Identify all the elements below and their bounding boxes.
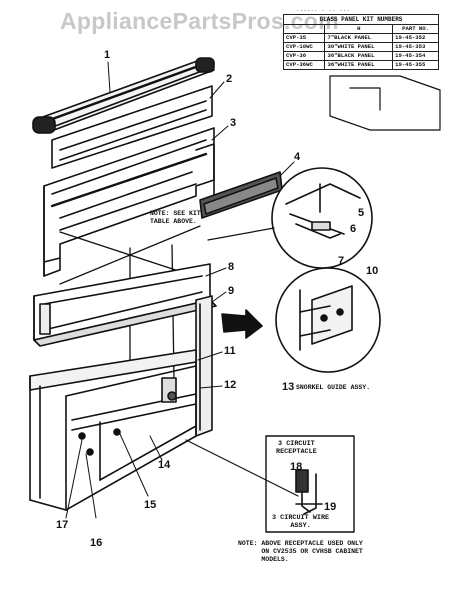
callout-18: 18	[290, 461, 303, 473]
callout-6: 6	[350, 223, 357, 235]
glass-panel-kit-table: GLASS PANEL KIT NUMBERS H PART NO. CVP-3…	[282, 14, 439, 70]
lower-rail-part	[33, 263, 217, 347]
callout-1: 1	[104, 49, 111, 61]
detail-circle-lower	[275, 267, 381, 373]
kit-model-cell: CVP-10WC	[282, 42, 326, 52]
direction-arrow	[221, 309, 263, 339]
callout-13: 13	[282, 381, 295, 393]
detail-leader-upper	[207, 227, 275, 241]
receptacle-box	[265, 435, 355, 533]
kit-table-row: CVP-36WC 36"WHITE PANEL 19-45-355	[282, 60, 439, 70]
side-frame-part	[195, 295, 213, 437]
callout-17: 17	[56, 519, 69, 531]
filter-grille-part	[199, 171, 283, 219]
kit-table-header-cell: H	[324, 24, 394, 34]
callout-3: 3	[230, 117, 237, 129]
kit-part-cell: 19-45-353	[392, 42, 439, 52]
kit-table-header-cell	[282, 24, 326, 34]
receptacle-title-text: 3 CIRCUIT RECEPTACLE	[276, 440, 317, 456]
kit-table-header-cell: PART NO.	[392, 24, 439, 34]
kit-note-text: NOTE: SEE KIT TABLE ABOVE.	[150, 210, 201, 225]
wire-assy-text: 3 CIRCUIT WIRE ASSY.	[272, 514, 330, 530]
kit-model-cell: CVP-36	[282, 51, 326, 61]
callout-9: 9	[228, 285, 235, 297]
roller-rail-part	[32, 57, 215, 134]
cabinet-box-part	[29, 349, 197, 511]
kit-model-cell: CVP-35	[282, 33, 326, 43]
scan-header-text: ...... . .. ...	[296, 6, 351, 13]
callout-14: 14	[158, 459, 171, 471]
callout-5: 5	[358, 207, 365, 219]
screw-fasteners	[78, 428, 121, 456]
kit-table-row: CVP-10WC 30"WHITE PANEL 19-45-353	[282, 42, 439, 52]
kit-table-row: CVP-36 36"BLACK PANEL 19-45-354	[282, 51, 439, 61]
detail-circle-upper	[271, 167, 373, 269]
kit-panel-cell: 36"BLACK PANEL	[324, 51, 394, 61]
kit-part-cell: 19-45-354	[392, 51, 439, 61]
kit-table-row: CVP-35 7"BLACK PANEL 19-45-352	[282, 33, 439, 43]
kit-part-cell: 19-45-352	[392, 33, 439, 43]
receptacle-leader	[185, 439, 299, 497]
callout-8: 8	[228, 261, 235, 273]
corner-detail-sketch	[329, 75, 441, 131]
callout-7: 7	[338, 255, 345, 267]
kit-model-cell: CVP-36WC	[282, 60, 326, 70]
callout-12: 12	[224, 379, 237, 391]
callout-11: 11	[224, 345, 236, 357]
callout-2: 2	[226, 73, 233, 85]
callout-4: 4	[294, 151, 301, 163]
kit-table-title: GLASS PANEL KIT NUMBERS	[283, 14, 439, 24]
kit-panel-cell: 7"BLACK PANEL	[324, 33, 394, 43]
glass-panel-part	[43, 127, 215, 277]
callout-15: 15	[144, 499, 157, 511]
kit-panel-cell: 30"WHITE PANEL	[324, 42, 394, 52]
callout-19: 19	[324, 501, 337, 513]
bottom-note-text: NOTE: ABOVE RECEPTACLE USED ONLY ON CV25…	[238, 540, 363, 563]
snorkel-note-text: SNORKEL GUIDE ASSY.	[296, 384, 371, 391]
callout-16: 16	[90, 537, 103, 549]
kit-panel-cell: 36"WHITE PANEL	[324, 60, 394, 70]
kit-table-header-row: H PART NO.	[282, 24, 439, 34]
kit-part-cell: 19-45-355	[392, 60, 439, 70]
callout-leaders	[65, 61, 295, 519]
upper-panel-part	[51, 85, 213, 169]
callout-10: 10	[366, 265, 379, 277]
